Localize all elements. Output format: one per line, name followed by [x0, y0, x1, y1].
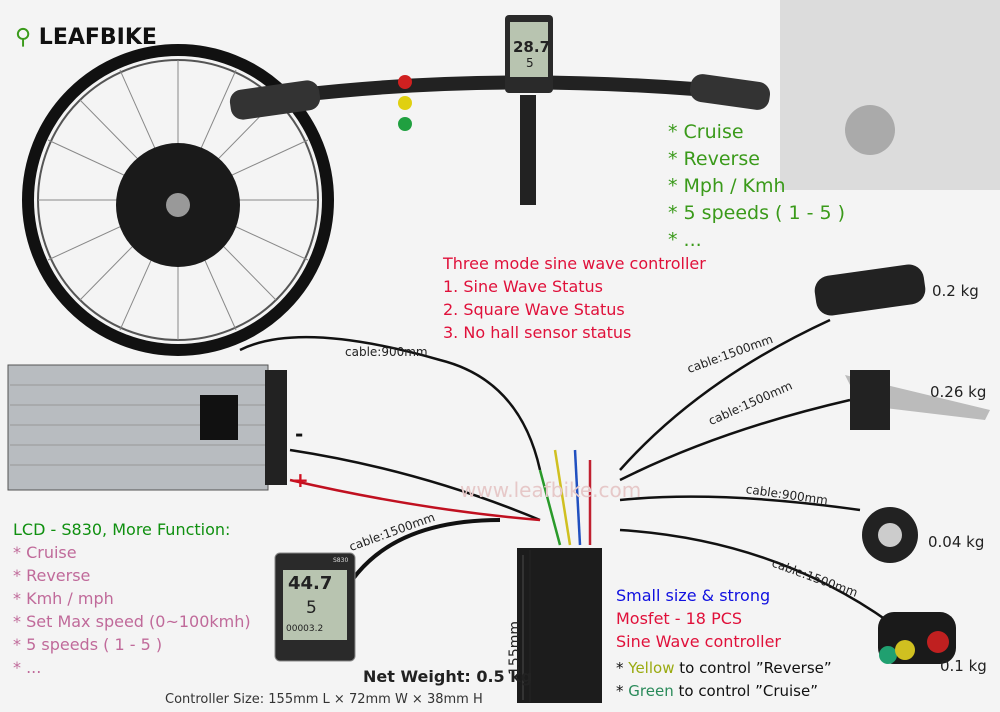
- note-bullet: *: [616, 659, 629, 677]
- wiring: [239, 318, 901, 632]
- cable-label-battery: cable:900mm: [345, 345, 428, 359]
- brand-logo: ⚲ LEAFBIKE: [15, 25, 157, 50]
- weight-switch: 0.1 kg: [940, 657, 987, 675]
- bike-logo-icon: ⚲: [15, 25, 32, 50]
- lcd-features: LCD - S830, More Function: * Cruise * Re…: [13, 518, 251, 679]
- function-switch: [878, 612, 956, 664]
- lcd-feature: * Cruise: [13, 543, 77, 562]
- note-text: to control ”Reverse”: [674, 659, 832, 677]
- battery: [7, 364, 287, 491]
- feature-item: * Reverse: [668, 148, 760, 170]
- plus-terminal: +: [292, 468, 309, 492]
- note-color-word: Green: [628, 682, 674, 700]
- lcd-feature: * 5 speeds ( 1 - 5 ): [13, 635, 163, 654]
- modes-title: Three mode sine wave controller: [443, 254, 706, 273]
- lcd-model: S830: [333, 557, 349, 564]
- feature-item: * ...: [668, 229, 702, 251]
- handlebar: [229, 15, 771, 205]
- watermark: www.leafbike.com: [460, 478, 642, 502]
- controller-size: Controller Size: 155mm L × 72mm W × 38mm…: [165, 692, 483, 707]
- controller-modes: Three mode sine wave controller 1. Sine …: [443, 252, 706, 344]
- spec-line-1: Small size & strong: [616, 586, 771, 605]
- controller-specs: Small size & strong Mosfet - 18 PCS Sine…: [616, 584, 832, 703]
- lcd-feature: * Set Max speed (0~100kmh): [13, 612, 251, 631]
- weight-pas: 0.04 kg: [928, 533, 985, 551]
- lcd-title: LCD - S830, More Function:: [13, 520, 231, 539]
- lcd-feature: * ...: [13, 658, 42, 677]
- lcd-display: [274, 552, 356, 662]
- weight-brake: 0.26 kg: [930, 383, 987, 401]
- lcd-speed: 44.7: [288, 573, 333, 594]
- feature-item: * Cruise: [668, 121, 744, 143]
- weight-controller: Net Weight: 0.5 kg: [363, 667, 533, 686]
- minus-terminal: -: [295, 422, 304, 446]
- mode-item: 2. Square Wave Status: [443, 300, 625, 319]
- note-text: to control ”Cruise”: [673, 682, 818, 700]
- switch-note-green: * Green to control ”Cruise”: [616, 680, 832, 703]
- feature-item: * 5 speeds ( 1 - 5 ): [668, 202, 846, 224]
- lcd-feature: * Reverse: [13, 566, 91, 585]
- note-bullet: *: [616, 682, 629, 700]
- feature-item: * Mph / Kmh: [668, 175, 786, 197]
- controller-height-label: 155mm: [507, 621, 523, 675]
- brand-name: LEAFBIKE: [38, 25, 157, 50]
- weight-throttle: 0.2 kg: [932, 282, 979, 300]
- top-display-level: 5: [526, 56, 534, 70]
- spec-line-3: Sine Wave controller: [616, 632, 781, 651]
- lcd-odo: 00003.2: [286, 624, 324, 634]
- note-color-word: Yellow: [628, 659, 675, 677]
- mode-item: 3. No hall sensor status: [443, 323, 632, 342]
- spec-line-2: Mosfet - 18 PCS: [616, 609, 743, 628]
- top-display-speed: 28.7: [513, 38, 551, 56]
- throttle: [814, 264, 926, 316]
- lcd-level: 5: [306, 598, 317, 618]
- switch-note-yellow: * Yellow to control ”Reverse”: [616, 657, 832, 680]
- mode-item: 1. Sine Wave Status: [443, 277, 604, 296]
- hub-motor-wheel: [22, 44, 334, 356]
- controller-box: [517, 548, 602, 703]
- fork-photo: [780, 0, 1000, 190]
- lcd-feature: * Kmh / mph: [13, 589, 114, 608]
- features-top: * Cruise * Reverse * Mph / Kmh * 5 speed…: [668, 119, 845, 254]
